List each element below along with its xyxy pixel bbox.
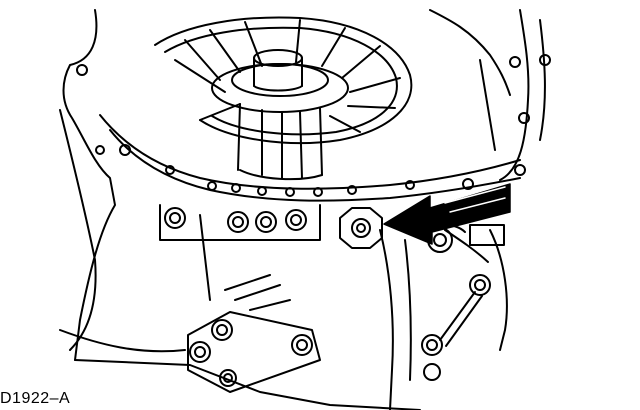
bottom-bolts (187, 311, 321, 393)
gasket-flange (76, 54, 551, 202)
lower-bosses (159, 204, 321, 311)
arrow-left-icon (383, 183, 511, 245)
right-fittings (419, 223, 505, 381)
hex-plug (339, 207, 383, 249)
figure-id-label: D1922–A (0, 390, 71, 407)
pump-wheel (154, 16, 413, 181)
housing-outline (59, 9, 546, 410)
